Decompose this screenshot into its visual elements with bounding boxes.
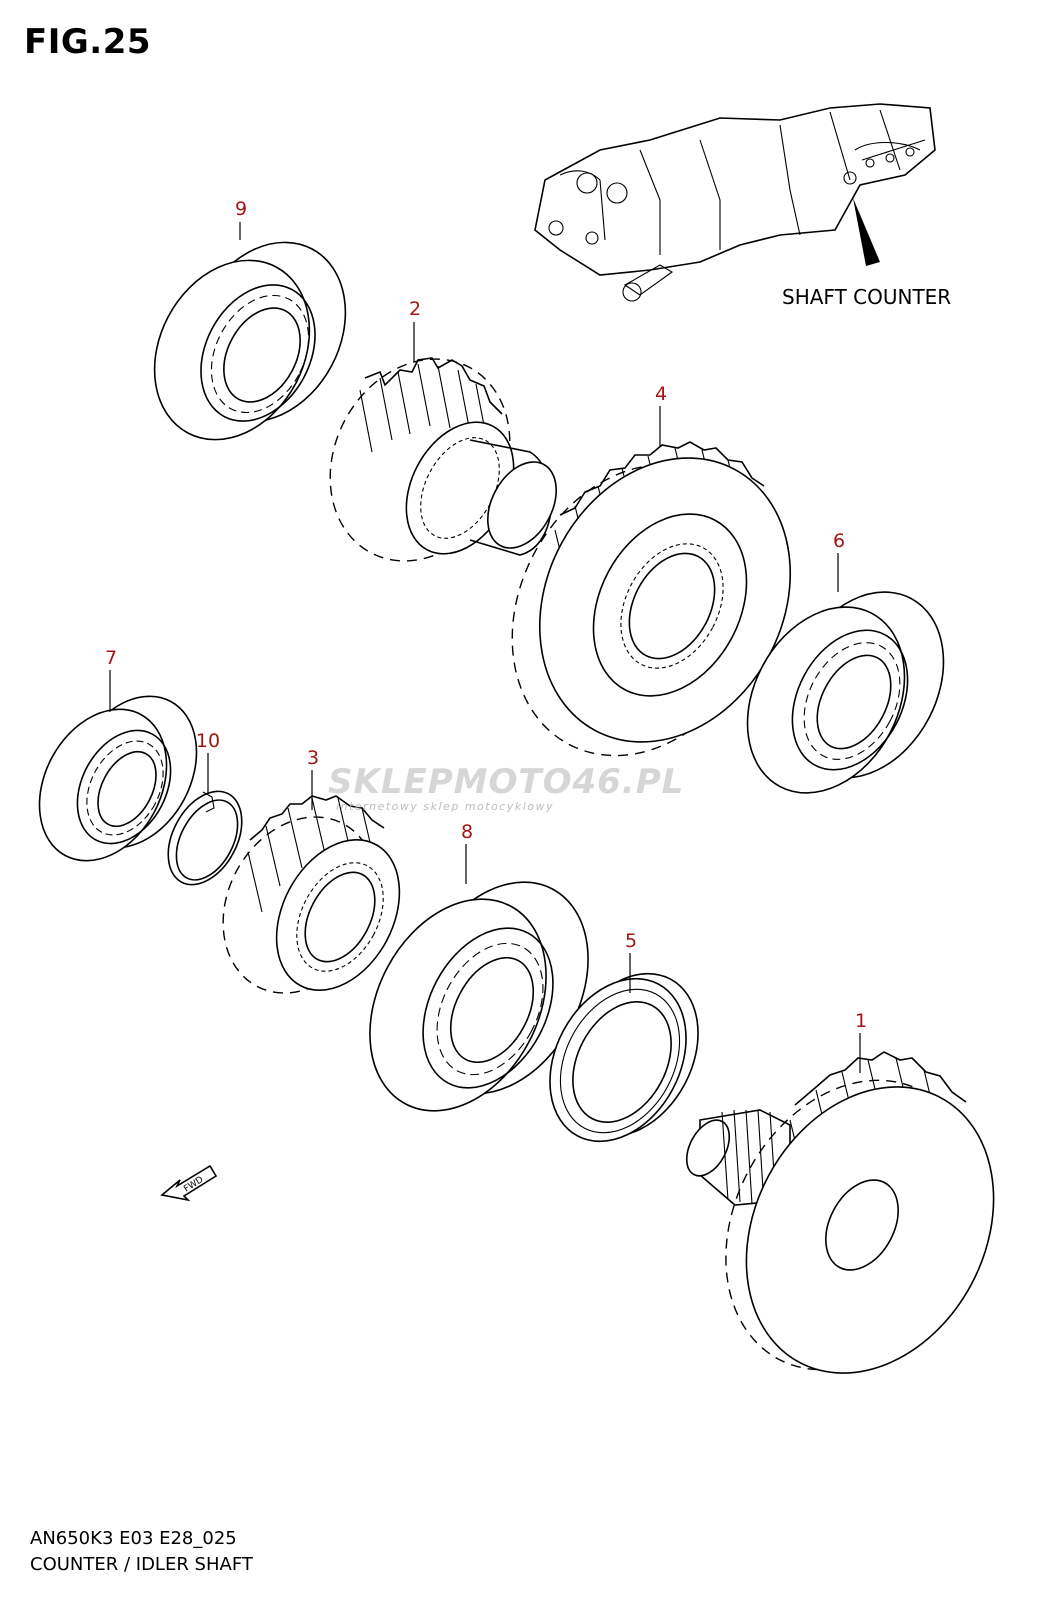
- gear-part-4: [511, 441, 792, 757]
- callout-10: 10: [195, 730, 221, 752]
- bearing-part-9: [153, 241, 347, 441]
- seal-part-5: [549, 972, 699, 1143]
- model-code: AN650K3 E03 E28_025: [30, 1528, 237, 1549]
- shaft-counter-label: SHAFT COUNTER: [782, 285, 952, 309]
- bearing-part-8: [369, 881, 589, 1112]
- figure-title: FIG.25: [24, 22, 152, 62]
- engine-outline-illustration: [534, 103, 936, 302]
- callout-leader-lines: [109, 222, 861, 1073]
- gear-part-3: [222, 795, 401, 994]
- callout-1: 1: [854, 1010, 868, 1032]
- callout-6: 6: [832, 530, 846, 552]
- fwd-direction-arrow: FWD: [160, 1164, 218, 1202]
- gear-part-2: [329, 357, 557, 562]
- callout-5: 5: [624, 930, 638, 952]
- bearing-part-6: [746, 591, 945, 794]
- callout-4: 4: [654, 383, 668, 405]
- circlip-part-10: [167, 790, 243, 886]
- figure-caption: COUNTER / IDLER SHAFT: [30, 1554, 253, 1575]
- watermark-brand: SKLEPMOTO46.PL: [328, 762, 685, 802]
- watermark-tagline: internetowy sklep motocyklowy: [336, 800, 555, 813]
- callout-3: 3: [306, 747, 320, 769]
- bearing-part-7: [38, 695, 198, 862]
- callout-2: 2: [408, 298, 422, 320]
- gear-part-1: [685, 1051, 995, 1374]
- callout-9: 9: [234, 198, 248, 220]
- callout-8: 8: [460, 821, 474, 843]
- callout-7: 7: [104, 647, 118, 669]
